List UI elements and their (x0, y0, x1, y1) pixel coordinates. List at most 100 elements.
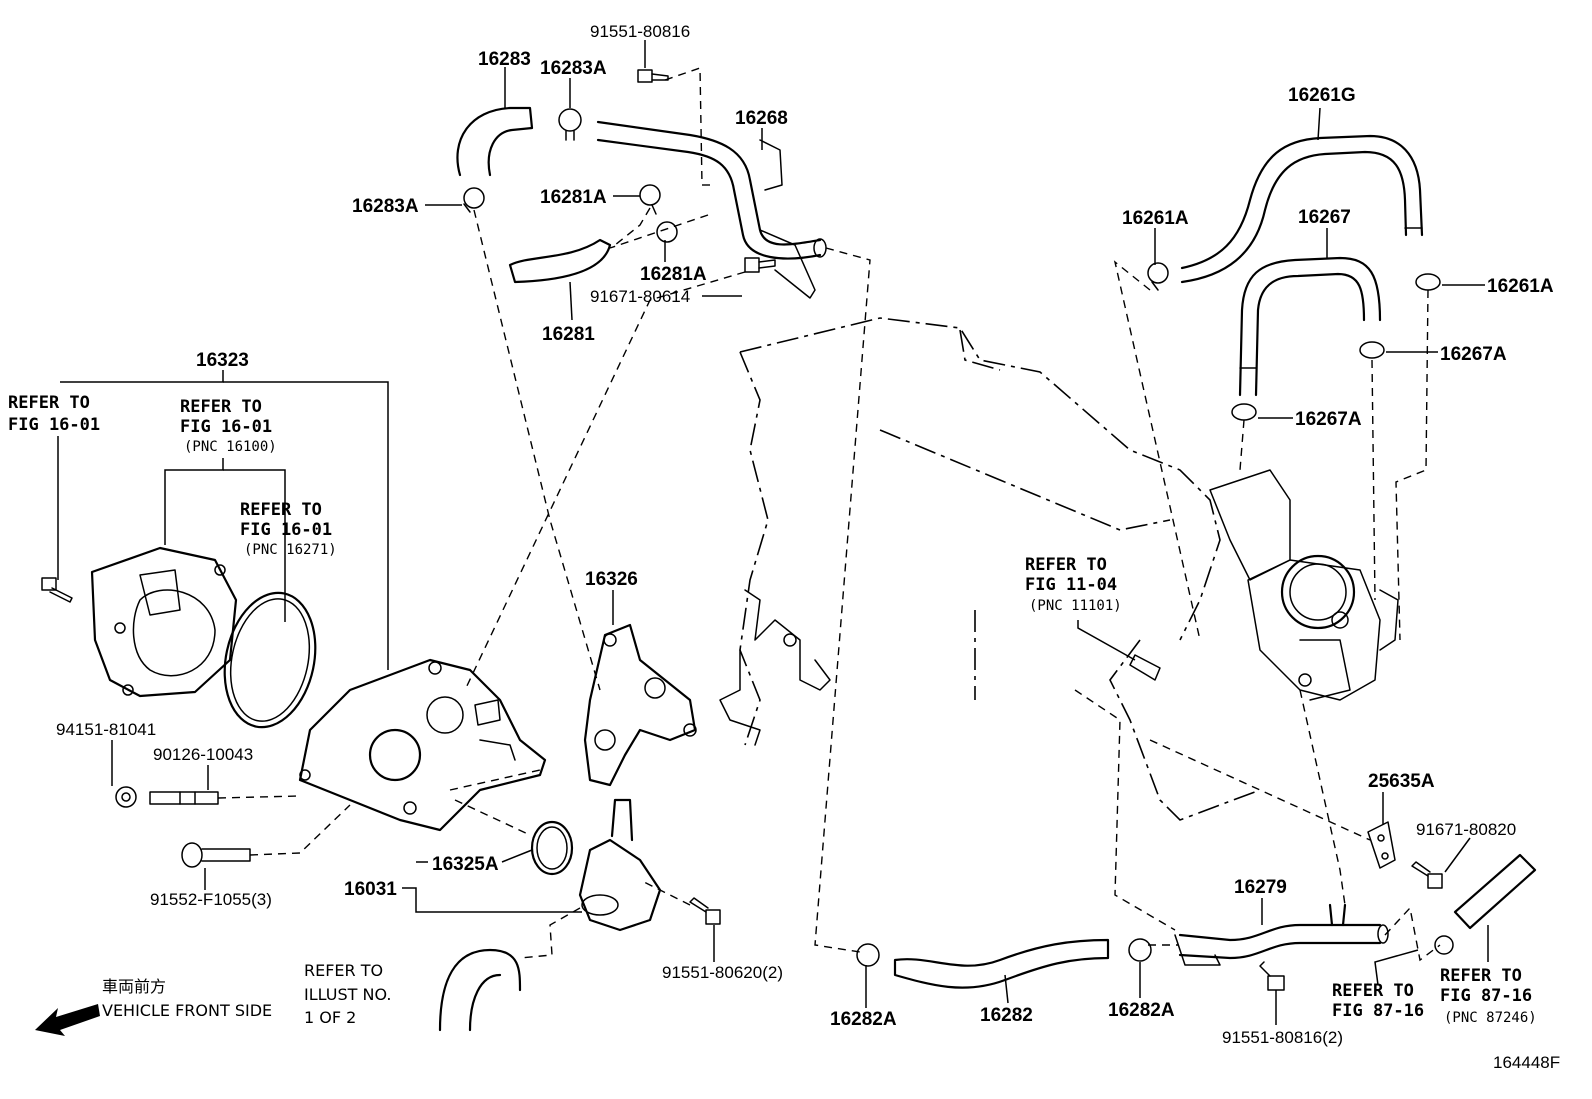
callout-16283: 16283 (478, 49, 531, 70)
bolt-91552-f1055 (181, 842, 251, 868)
ref-fig16-01-left: REFER TO FIG 16-01 (8, 393, 100, 435)
callout-16325a: 16325A (432, 854, 499, 875)
bolt-91551-80816-2 (1259, 961, 1285, 991)
part-number-callouts: 16283 16283A 91551-80816 16268 16283A 16… (56, 22, 1554, 1047)
figure-code: 164448F (1493, 1053, 1560, 1072)
ref-line: REFER TO (1332, 981, 1414, 1001)
water-pump-housing (298, 658, 547, 832)
engine-block-outline (739, 317, 1261, 821)
engine-front-flange (719, 589, 831, 746)
callout-16323: 16323 (196, 350, 249, 371)
clamps (463, 108, 1454, 967)
callout-16267a-right: 16267A (1440, 344, 1507, 365)
callout-91671-80820: 91671-80820 (1416, 820, 1516, 839)
water-inlet-housing (530, 798, 662, 932)
bolt-91671-80820 (1411, 861, 1443, 889)
ref-pnc-87246: REFER TO FIG 87-16 (PNC 87246) (1440, 966, 1537, 1026)
callout-16282a-left: 16282A (830, 1009, 897, 1030)
clamp-87246 (1434, 935, 1454, 955)
ref-pnc-11101: REFER TO FIG 11-04 (PNC 11101) (1025, 555, 1122, 614)
pipe-16268 (596, 120, 827, 299)
bracket-25635a (1367, 821, 1396, 869)
callout-91551-80816-2: 91551-80816(2) (1222, 1028, 1343, 1047)
plug-11101 (1129, 654, 1161, 681)
vehicle-front-label: VEHICLE FRONT SIDE (102, 1001, 272, 1020)
ref-line: REFER TO (240, 500, 322, 520)
clamp-16261a-right (1415, 273, 1441, 291)
nut-94151-81041 (115, 786, 137, 808)
callout-16261a-left: 16261A (1122, 208, 1189, 229)
callout-16281a-b: 16281A (640, 264, 707, 285)
callout-90126-10043: 90126-10043 (153, 745, 253, 764)
throttle-body (1209, 469, 1399, 701)
hose-16282 (893, 938, 1110, 989)
ref-pnc-16100: REFER TO FIG 16-01 (PNC 16100) (180, 397, 277, 455)
leader-lines (57, 40, 1489, 1025)
callout-16326: 16326 (585, 569, 638, 590)
ref-line: FIG 16-01 (180, 417, 272, 437)
heater-hose-87246 (1453, 853, 1537, 930)
clamp-16261a-left (1147, 262, 1169, 291)
bolt-91671-80614 (744, 257, 776, 273)
ref-line: FIG 87-16 (1332, 1001, 1424, 1021)
bolt-left-fig16 (41, 577, 73, 603)
callout-91671-80614: 91671-80614 (590, 287, 690, 306)
ref-line: (PNC 11101) (1029, 598, 1122, 614)
ref-line: REFER TO (304, 961, 383, 980)
ref-line: 1 OF 2 (304, 1008, 356, 1027)
callout-16283a-left: 16283A (352, 196, 419, 217)
pipe-16279 (1174, 903, 1389, 966)
ref-fig87-16: REFER TO FIG 87-16 (1332, 981, 1424, 1021)
bolt-91551-80620 (689, 897, 721, 925)
callout-16281: 16281 (542, 324, 595, 345)
fasteners (41, 69, 1443, 991)
hose-16267 (1238, 256, 1382, 397)
hose-16283 (456, 106, 534, 177)
callout-16279: 16279 (1234, 877, 1287, 898)
callout-16031: 16031 (344, 879, 397, 900)
clamp-16283a-top (558, 108, 582, 141)
callout-16281a-a: 16281A (540, 187, 607, 208)
gasket-16326 (583, 623, 697, 787)
callout-25635a: 25635A (1368, 771, 1435, 792)
callout-16282a-right: 16282A (1108, 1000, 1175, 1021)
callout-16261a-right: 16261A (1487, 276, 1554, 297)
ref-line: FIG 16-01 (8, 415, 100, 435)
callout-16267: 16267 (1298, 207, 1351, 228)
ref-pnc-16271: REFER TO FIG 16-01 (PNC 16271) (240, 500, 337, 558)
clamp-16282a-right (1128, 938, 1152, 962)
ref-illust-1-of-2: REFER TO ILLUST NO. 1 OF 2 (304, 961, 391, 1027)
ref-line: FIG 11-04 (1025, 575, 1117, 595)
clamp-16283a-left (463, 187, 485, 213)
bolt-91551-80816 (637, 69, 669, 83)
ref-line: (PNC 16271) (244, 542, 337, 558)
ref-line: FIG 87-16 (1440, 986, 1532, 1006)
clamp-16281a-a (639, 184, 661, 215)
ref-line: (PNC 16100) (184, 439, 277, 455)
callout-16267a-left: 16267A (1295, 409, 1362, 430)
hose-16261g (1180, 134, 1424, 284)
clamp-16267a-left (1231, 403, 1257, 421)
reference-notes: REFER TO FIG 16-01 REFER TO FIG 16-01 (P… (8, 393, 1537, 1027)
ref-line: FIG 16-01 (240, 520, 332, 540)
ref-line: REFER TO (180, 397, 262, 417)
ref-line: ILLUST NO. (304, 985, 391, 1004)
callout-94151-81041: 94151-81041 (56, 720, 156, 739)
callout-91551-80620: 91551-80620(2) (662, 963, 783, 982)
ref-line: REFER TO (8, 393, 90, 413)
vehicle-front-japanese: 車両前方 (102, 977, 166, 996)
callout-16283a-top: 16283A (540, 58, 607, 79)
callout-91552-f1055: 91552-F1055(3) (150, 890, 272, 909)
hose-16281 (508, 238, 612, 284)
clamp-16281a-b (656, 221, 678, 243)
clamp-16267a-right (1359, 341, 1385, 359)
clamp-16282a-left (856, 943, 880, 967)
callout-16282: 16282 (980, 1005, 1033, 1026)
ref-line: (PNC 87246) (1444, 1010, 1537, 1026)
ref-line: REFER TO (1025, 555, 1107, 575)
water-pump-cover (90, 546, 317, 729)
vehicle-front-arrow (35, 1004, 100, 1036)
callout-16268: 16268 (735, 108, 788, 129)
lower-radiator-hose (438, 948, 522, 1032)
